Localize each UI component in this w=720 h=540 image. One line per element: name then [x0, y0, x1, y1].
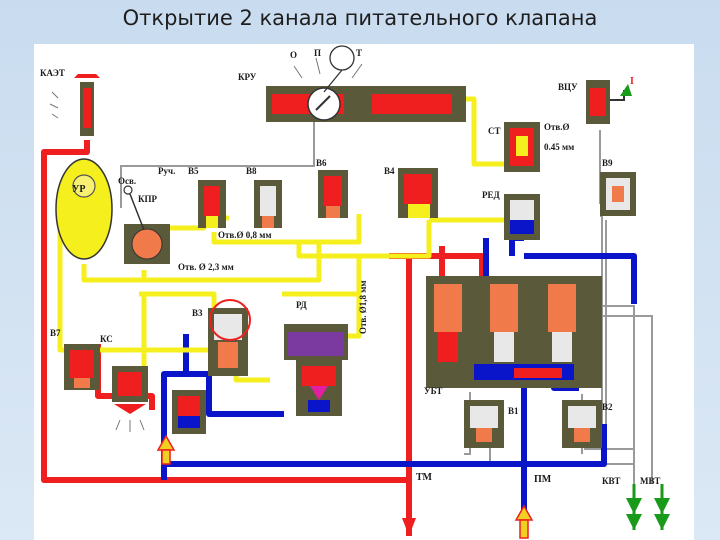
- valve-b8: [254, 180, 282, 228]
- label-v7: В7: [50, 328, 61, 338]
- kvt-exhaust-arrow-icon: [626, 484, 642, 530]
- control-line-kru-st: [466, 96, 504, 167]
- control-line-b4: [296, 220, 432, 259]
- brake-line-loop: [161, 334, 607, 467]
- valve-b1: [464, 400, 504, 448]
- label-pos-p: П: [314, 48, 321, 58]
- label-hole-18: Отв. Ø1,8 мм: [358, 280, 368, 334]
- label-v6: В6: [316, 158, 327, 168]
- label-ks: КС: [100, 334, 113, 344]
- label-v8: В8: [246, 166, 257, 176]
- valve-b5: [198, 180, 226, 228]
- label-hole-23: Отв. Ø 2,3 мм: [178, 262, 234, 272]
- brake-line-ubt-upper: [524, 253, 637, 304]
- control-line-ks: [124, 294, 147, 377]
- vcu-valve: [586, 80, 632, 124]
- label-v4: В4: [384, 166, 395, 176]
- label-hole-045: Отв.Ø: [544, 122, 570, 132]
- brake-line-b3: [186, 371, 284, 417]
- label-osv: Осв.: [118, 176, 136, 186]
- label-tm: ТМ: [416, 472, 433, 483]
- tm-arrow-icon: [402, 518, 416, 536]
- label-kpr: КПР: [138, 194, 158, 204]
- brake-line-red: [509, 235, 524, 256]
- label-kvt: КВТ: [602, 476, 620, 486]
- valve-b3: [208, 299, 251, 376]
- label-red: РЕД: [482, 190, 501, 200]
- label-rd: РД: [296, 300, 308, 310]
- scheme-svg: КАЭТ КРУ ВЦУ I О П Т СТ Отв.Ø 0.45 мм УР…: [40, 45, 670, 539]
- label-pm: ПМ: [534, 474, 552, 485]
- control-lines: [57, 96, 504, 383]
- ubt-block: [426, 276, 602, 388]
- valve-b2: [562, 400, 602, 448]
- label-v5: В5: [188, 166, 199, 176]
- ur-reservoir: [55, 158, 113, 260]
- label-v9: В9: [602, 158, 613, 168]
- grey-line-ubt-kvt: [590, 305, 635, 484]
- control-line-ur-down: [57, 208, 224, 353]
- st-valve: [504, 122, 540, 172]
- label-ruch: Руч.: [158, 166, 175, 176]
- grey-line-ubt-mvt: [590, 315, 653, 484]
- kru-valve: [266, 45, 466, 122]
- red-valve: [504, 194, 540, 240]
- valve-b9: [600, 172, 636, 216]
- label-mvt: МВТ: [640, 476, 660, 486]
- kru-handle-icon: [329, 45, 355, 71]
- grey-line-kvt: [605, 220, 635, 484]
- label-pos-t: Т: [356, 48, 362, 58]
- pm-inlet-arrow-icon: [514, 504, 534, 539]
- label-kaet: КАЭТ: [40, 68, 65, 78]
- valve-b4: [398, 168, 438, 218]
- inlet-arrow-left: [156, 434, 176, 465]
- ur-gauge: [72, 174, 96, 198]
- kpr-handle-icon: [129, 193, 145, 231]
- supply-line-left: [41, 140, 194, 483]
- label-ur: УР: [72, 184, 85, 195]
- label-v2: В2: [602, 402, 613, 412]
- control-line-ur: [81, 240, 322, 283]
- b3-highlight-circle: [209, 299, 251, 341]
- label-ubt: УБТ: [424, 386, 442, 396]
- label-v1: В1: [508, 406, 519, 416]
- label-v3: В3: [192, 308, 203, 318]
- valve-b7: [64, 344, 100, 390]
- label-hole-045-size: 0.45 мм: [544, 142, 574, 152]
- pneumatic-scheme: КАЭТ КРУ ВЦУ I О П Т СТ Отв.Ø 0.45 мм УР…: [34, 44, 694, 540]
- label-st: СТ: [488, 126, 501, 136]
- slide-title: Открытие 2 канала питательного клапана: [122, 6, 598, 30]
- mvt-exhaust-arrow-icon: [654, 484, 670, 530]
- kpr-valve: [123, 185, 170, 264]
- valve-b6: [318, 170, 348, 218]
- control-line-kpr: [94, 270, 147, 283]
- label-pos-o: О: [290, 50, 297, 60]
- control-line-b3: [139, 291, 217, 326]
- grey-line-kpr-kru: [120, 122, 315, 208]
- label-vcu: ВЦУ: [558, 82, 578, 92]
- label-kru: КРУ: [238, 72, 257, 82]
- label-mark-i: I: [630, 76, 634, 87]
- label-hole-08: Отв.Ø 0,8 мм: [218, 230, 272, 240]
- ks-valve: [112, 366, 148, 432]
- relay-valve-low: [172, 390, 206, 434]
- control-line-b5-b4: [211, 214, 362, 245]
- kaet-valve: [49, 74, 100, 136]
- rd-valve: [284, 324, 348, 416]
